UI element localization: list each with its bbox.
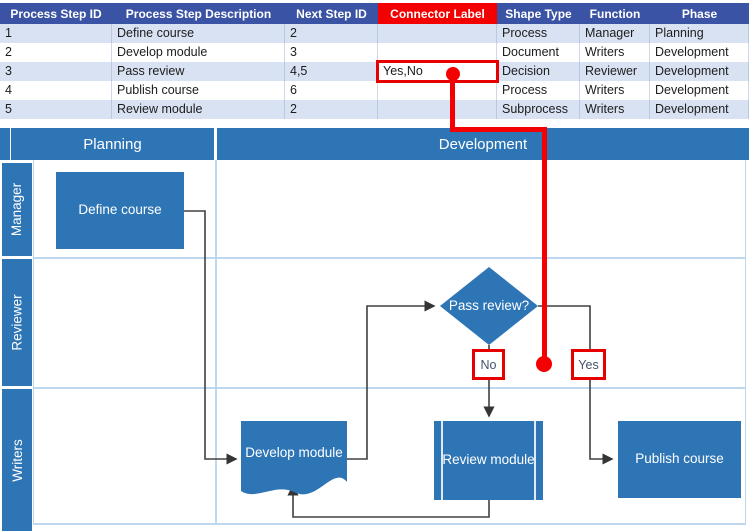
table-cell[interactable]: Writers — [580, 100, 650, 119]
header-cell[interactable]: Next Step ID — [296, 6, 367, 21]
annotation-line-v1 — [450, 74, 455, 130]
table-cell[interactable]: Decision — [497, 62, 580, 81]
lane-divider-manager-reviewer — [33, 257, 746, 259]
phase-band-corner — [0, 128, 10, 160]
table-cell[interactable]: Process — [497, 24, 580, 43]
table-cell[interactable]: 5 — [0, 100, 112, 119]
subprocess-left-bar — [441, 421, 443, 500]
lane-divider-reviewer-writers — [33, 387, 746, 389]
table-cell[interactable]: Subprocess — [497, 100, 580, 119]
phase-label-planning: Planning — [11, 128, 214, 160]
connector-review-to-develop — [287, 484, 490, 518]
table-cell[interactable]: 4,5 — [285, 62, 378, 81]
swimlane-label-manager: Manager — [2, 163, 32, 256]
table-cell[interactable]: 2 — [285, 100, 378, 119]
annotation-dot-bottom — [536, 356, 552, 372]
process-shape-define-course[interactable]: Define course — [56, 172, 184, 249]
table-cell[interactable]: 4 — [0, 81, 112, 100]
table-cell[interactable]: 3 — [0, 62, 112, 81]
table-cell[interactable]: Writers — [580, 81, 650, 100]
table-cell[interactable]: 6 — [285, 81, 378, 100]
table-cell[interactable]: 3 — [285, 43, 378, 62]
table-header-row: Process Step ID Process Step Description N… — [0, 3, 749, 24]
table-cell[interactable] — [378, 24, 497, 43]
table-cell[interactable] — [378, 100, 497, 119]
table-cell[interactable]: Pass review — [112, 62, 285, 81]
header-cell[interactable]: Process Step ID — [10, 6, 102, 21]
table-cell[interactable]: Review module — [112, 100, 285, 119]
header-cell[interactable]: Shape Type — [505, 6, 572, 21]
header-cell[interactable]: Process Step Description — [125, 6, 272, 21]
header-cell[interactable]: Phase — [681, 6, 718, 21]
connector-develop-to-decision — [347, 300, 436, 460]
process-shape-publish-course[interactable]: Publish course — [618, 421, 741, 498]
decision-shape-label: Pass review? — [448, 297, 530, 313]
diagram-bottom-border — [33, 523, 746, 525]
annotation-dot-top — [446, 67, 460, 81]
table-cell[interactable]: Writers — [580, 43, 650, 62]
subprocess-right-bar — [534, 421, 536, 500]
table-cell[interactable]: 2 — [0, 43, 112, 62]
document-shape-develop-module[interactable] — [241, 421, 347, 501]
annotation-line-h1 — [450, 127, 547, 132]
swimlane-label-writers: Writers — [2, 389, 32, 531]
header-cell[interactable]: Connector Label — [378, 3, 497, 24]
table-cell[interactable]: Develop module — [112, 43, 285, 62]
diagram-left-border — [33, 160, 34, 523]
table-cell[interactable]: Document — [497, 43, 580, 62]
connector-define-to-develop — [184, 210, 238, 465]
connector-label-no[interactable]: No — [472, 349, 505, 380]
table-cell[interactable]: Define course — [112, 24, 285, 43]
table-cell[interactable]: Manager — [580, 24, 650, 43]
swimlane-label-reviewer: Reviewer — [2, 259, 32, 386]
phase-divider-line — [215, 160, 217, 523]
connector-label-yes[interactable]: Yes — [571, 349, 606, 380]
table-cell[interactable]: Publish course — [112, 81, 285, 100]
table-cell[interactable]: 1 — [0, 24, 112, 43]
decision-shape-pass-review[interactable] — [440, 267, 538, 345]
table-cell[interactable]: 2 — [285, 24, 378, 43]
diagram-right-border — [745, 160, 746, 523]
connector-decision-yes-to-publish — [538, 305, 614, 465]
table-cell[interactable]: Yes,No — [376, 60, 499, 83]
subprocess-shape-review-module[interactable]: Review module — [434, 421, 543, 500]
spreadsheet-table: Process Step ID Process Step Description N… — [0, 3, 749, 119]
header-cell[interactable]: Function — [589, 6, 641, 21]
table-cell[interactable] — [378, 81, 497, 100]
table-cell[interactable]: Reviewer — [580, 62, 650, 81]
phase-label-development: Development — [217, 128, 749, 160]
table-cell[interactable] — [378, 43, 497, 62]
annotation-line-v2 — [542, 127, 547, 359]
table-cell[interactable]: Process — [497, 81, 580, 100]
document-shape-label: Develop module — [245, 444, 343, 460]
